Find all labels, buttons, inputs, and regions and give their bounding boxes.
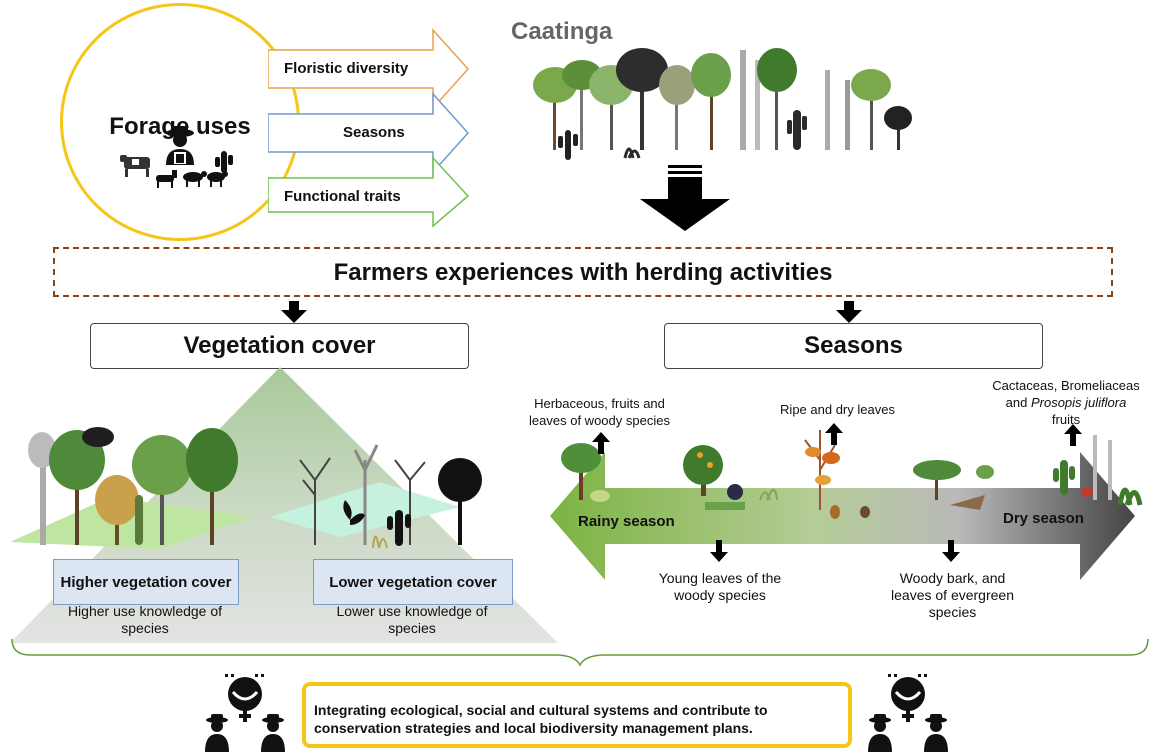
vegetation-cover-box: Vegetation cover [90,323,469,369]
farmers-group-icon-right [868,674,948,752]
dry-season-label: Dry season [1003,510,1084,527]
down-arrow-woody-bark [942,540,960,562]
caatinga-down-arrow [640,165,730,231]
arrow-label-floristic: Floristic diversity [284,60,409,77]
season-note-herbaceous: Herbaceous, fruits and leaves of woody s… [529,396,670,428]
rainy-season-label: Rainy season [578,513,675,530]
down-arrow-left [281,301,307,323]
seasons-box: Seasons [664,323,1043,369]
higher-cover-trees [28,427,238,545]
farmers-experiences-banner [53,247,1113,297]
arrow-label-seasons: Seasons [343,124,405,141]
forage-uses-circle [60,3,300,241]
fruits-text: fruits [1051,412,1081,427]
lower-cover-note: Lower use knowledge of species [336,603,488,636]
higher-cover-label: Higher vegetation cover [53,559,239,605]
down-arrow-young-leaves [710,540,728,562]
farmer-livestock-icon [120,126,233,188]
season-note-young-leaves: Young leaves of the woody species [658,570,782,603]
up-arrow-cactaceas [1064,424,1082,446]
cactaceas-text: Cactaceas, Bromeliaceas and [992,378,1140,410]
season-note-ripe: Ripe and dry leaves [780,402,895,417]
arrow-label-functional: Functional traits [284,188,401,205]
forage-arrows [268,28,470,228]
lower-cover-trees [299,444,482,550]
bottom-brace [11,638,1149,667]
prosopis-text: Prosopis juliflora [1030,395,1127,410]
down-arrow-right [836,301,862,323]
season-plants [561,430,1143,519]
lower-cover-label: Lower vegetation cover [313,559,513,605]
season-note-cactaceas: Cactaceas, Bromeliaceas and Prosopis jul… [980,377,1152,428]
caatinga-trees-illustration [533,48,912,160]
conclusion-box [302,682,852,748]
season-note-woody-bark: Woody bark, and leaves of evergreen spec… [891,570,1014,620]
higher-cover-note: Higher use knowledge of species [67,603,223,636]
up-arrow-herbaceous [592,432,610,454]
farmers-group-icon-left [205,674,285,752]
caatinga-title: Caatinga [511,18,613,45]
season-gradient-arrow [550,452,1135,580]
up-arrow-ripe [825,423,843,445]
conclusion-text: Integrating ecological, social and cultu… [314,702,768,736]
banner-title: Farmers experiences with herding activit… [333,259,833,286]
